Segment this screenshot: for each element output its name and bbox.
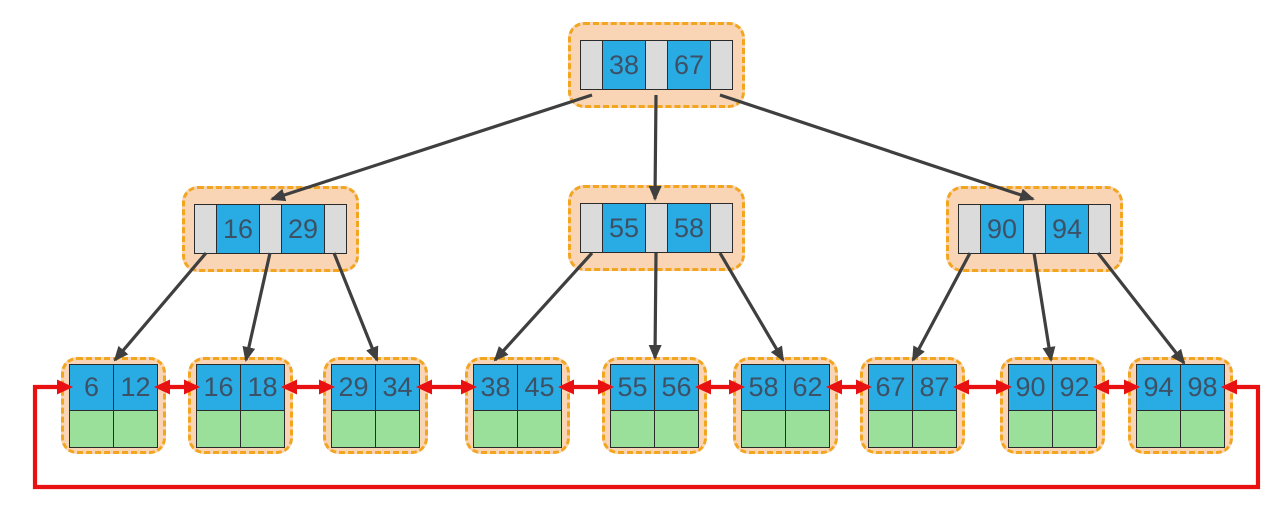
key-value: 55 bbox=[608, 212, 640, 243]
data-cell bbox=[869, 410, 912, 447]
leaf-cells: 67 87 bbox=[868, 363, 957, 448]
leaf-cells: 58 62 bbox=[741, 363, 830, 448]
data-cell bbox=[655, 410, 698, 447]
internal-node-cells: 55 58 bbox=[580, 203, 733, 253]
data-cell bbox=[913, 410, 956, 447]
key-cell: 55 bbox=[611, 364, 654, 410]
root-node-cells: 38 67 bbox=[580, 40, 733, 90]
child-pointer-cell bbox=[581, 204, 602, 252]
leaf-cells: 38 45 bbox=[473, 363, 562, 448]
key-cell: 29 bbox=[282, 205, 324, 253]
leaf-node-6: 58 62 bbox=[733, 357, 838, 454]
tree-edge-root-internal1 bbox=[270, 93, 593, 202]
key-cell: 16 bbox=[197, 364, 240, 410]
child-pointer-cell bbox=[711, 204, 732, 252]
key-cell: 38 bbox=[474, 364, 517, 410]
key-cell: 67 bbox=[668, 41, 710, 89]
internal-node-cells: 16 29 bbox=[194, 204, 347, 254]
key-cell: 6 bbox=[70, 364, 113, 410]
data-cell bbox=[1009, 410, 1052, 447]
leaf-cells: 55 56 bbox=[610, 363, 699, 448]
data-cell bbox=[376, 410, 419, 447]
key-cell: 55 bbox=[603, 204, 645, 252]
leaf-node-8: 90 92 bbox=[1000, 357, 1105, 454]
key-value: 29 bbox=[287, 213, 319, 244]
data-cell bbox=[474, 410, 517, 447]
leaf-cells: 16 18 bbox=[196, 363, 285, 448]
leaf-cells: 90 92 bbox=[1008, 363, 1097, 448]
leaf-cells: 6 12 bbox=[69, 363, 158, 448]
key-value: 67 bbox=[673, 49, 705, 80]
leaf-node-9: 94 98 bbox=[1128, 357, 1233, 454]
data-cell bbox=[1181, 410, 1224, 447]
leaf-cells: 29 34 bbox=[331, 363, 420, 448]
leaf-node-7: 67 87 bbox=[860, 357, 965, 454]
key-value: 16 bbox=[222, 213, 254, 244]
child-pointer-cell bbox=[1024, 205, 1045, 253]
data-cell bbox=[1053, 410, 1096, 447]
key-cell: 38 bbox=[603, 41, 645, 89]
data-cell bbox=[241, 410, 284, 447]
data-cell bbox=[70, 410, 113, 447]
key-cell: 94 bbox=[1137, 364, 1180, 410]
key-value: 94 bbox=[1051, 213, 1083, 244]
data-cell bbox=[611, 410, 654, 447]
key-cell: 62 bbox=[786, 364, 829, 410]
key-cell: 90 bbox=[981, 205, 1023, 253]
key-cell: 87 bbox=[913, 364, 956, 410]
tree-edge-root-internal2 bbox=[648, 94, 662, 201]
child-pointer-cell bbox=[581, 41, 602, 89]
child-pointer-cell bbox=[195, 205, 216, 253]
data-cell bbox=[518, 410, 561, 447]
key-cell: 34 bbox=[376, 364, 419, 410]
key-value: 90 bbox=[986, 213, 1018, 244]
key-cell: 18 bbox=[241, 364, 284, 410]
data-cell bbox=[114, 410, 157, 447]
key-cell: 92 bbox=[1053, 364, 1096, 410]
internal-node-1: 16 29 bbox=[182, 186, 359, 272]
data-cell bbox=[1137, 410, 1180, 447]
child-pointer-cell bbox=[959, 205, 980, 253]
key-value: 38 bbox=[608, 49, 640, 80]
data-cell bbox=[742, 410, 785, 447]
leaf-node-3: 29 34 bbox=[323, 357, 428, 454]
key-cell: 16 bbox=[217, 205, 259, 253]
data-cell bbox=[197, 410, 240, 447]
key-cell: 67 bbox=[869, 364, 912, 410]
leaf-node-1: 6 12 bbox=[61, 357, 166, 454]
key-cell: 58 bbox=[742, 364, 785, 410]
key-cell: 29 bbox=[332, 364, 375, 410]
leaf-node-4: 38 45 bbox=[465, 357, 570, 454]
leaf-node-2: 16 18 bbox=[188, 357, 293, 454]
data-cell bbox=[786, 410, 829, 447]
internal-node-3: 90 94 bbox=[946, 186, 1123, 272]
key-cell: 98 bbox=[1181, 364, 1224, 410]
leaf-cells: 94 98 bbox=[1136, 363, 1225, 448]
leaf-node-5: 55 56 bbox=[602, 357, 707, 454]
child-pointer-cell bbox=[646, 41, 667, 89]
child-pointer-cell bbox=[260, 205, 281, 253]
internal-node-2: 55 58 bbox=[568, 185, 745, 271]
key-cell: 56 bbox=[655, 364, 698, 410]
internal-node-cells: 90 94 bbox=[958, 204, 1111, 254]
tree-edge-root-internal3 bbox=[719, 93, 1035, 202]
key-value: 58 bbox=[673, 212, 705, 243]
key-cell: 58 bbox=[668, 204, 710, 252]
data-cell bbox=[332, 410, 375, 447]
child-pointer-cell bbox=[325, 205, 346, 253]
root-node: 38 67 bbox=[568, 22, 745, 108]
child-pointer-cell bbox=[711, 41, 732, 89]
key-cell: 12 bbox=[114, 364, 157, 410]
child-pointer-cell bbox=[646, 204, 667, 252]
key-cell: 94 bbox=[1046, 205, 1088, 253]
key-cell: 90 bbox=[1009, 364, 1052, 410]
child-pointer-cell bbox=[1089, 205, 1110, 253]
key-cell: 45 bbox=[518, 364, 561, 410]
